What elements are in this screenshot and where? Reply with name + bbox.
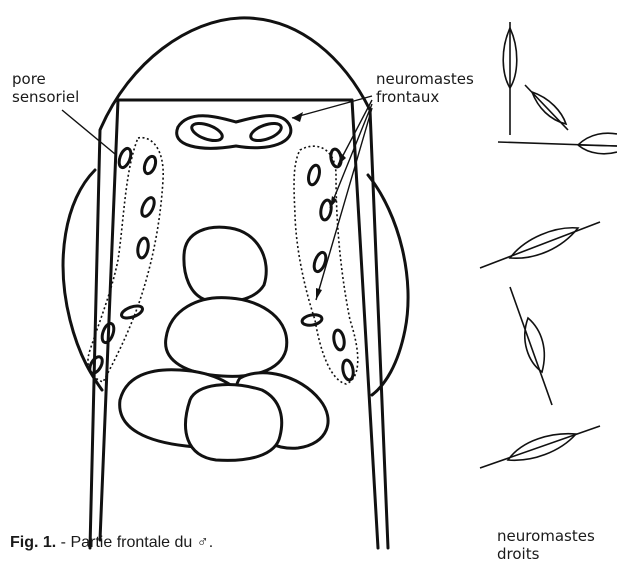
label-neuromastes-frontaux: neuromastes frontaux [376, 70, 474, 106]
caption-fig-number: Fig. 1. [10, 534, 56, 551]
label-pore-sensoriel: pore sensoriel [12, 70, 79, 106]
left-body-line [100, 100, 118, 540]
label-frontaux-line1: neuromastes [376, 70, 474, 88]
figure-caption: Fig. 1. - Partie frontale du ♂. [10, 534, 213, 552]
label-droits-line2: droits [497, 545, 539, 563]
label-neuromastes-droits: neuromastes droits [497, 527, 595, 563]
central-lobes [120, 227, 328, 460]
frontal-neuromast-organ [177, 116, 291, 149]
label-droits-line1: neuromastes [497, 527, 595, 545]
right-body-line [352, 100, 378, 548]
label-pore-line2: sensoriel [12, 88, 79, 106]
caption-text: Partie frontale du [70, 534, 196, 551]
neuromast-diagrams [480, 22, 617, 468]
caption-male-symbol: ♂ [197, 534, 209, 551]
label-pore-line1: pore [12, 70, 46, 88]
caption-dash: - [56, 534, 70, 551]
caption-period: . [209, 534, 213, 551]
label-frontaux-line2: frontaux [376, 88, 439, 106]
right-neuromasts [301, 148, 354, 380]
